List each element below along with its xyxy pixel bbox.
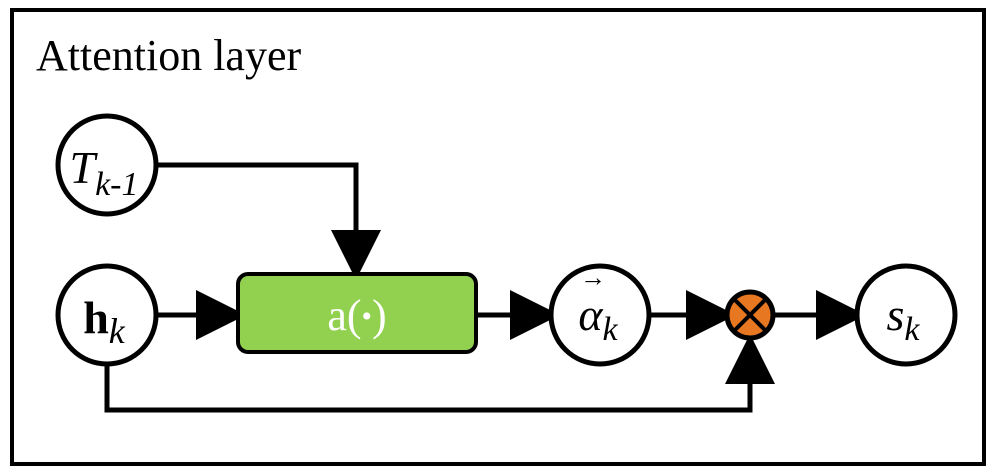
arrow-h-to-multiply — [104, 334, 775, 413]
connectors — [104, 162, 866, 413]
alpha-sub: k — [603, 311, 619, 348]
multiply-icon — [724, 289, 776, 341]
arrow-t-to-func — [158, 162, 381, 280]
func-box — [236, 272, 478, 354]
func-label: a( — [327, 291, 361, 340]
svg-text:sk: sk — [887, 289, 921, 348]
t-sub: k-1 — [95, 166, 138, 203]
svg-text:a(•): a(•) — [327, 291, 386, 340]
func-dot: • — [362, 300, 373, 333]
h-base: h — [83, 292, 109, 343]
t-base: T — [69, 142, 98, 193]
node-t-prev: Tk-1 — [55, 113, 159, 217]
diagram-title: Attention layer — [36, 31, 301, 80]
s-sub: k — [904, 311, 920, 348]
layer-frame — [10, 8, 986, 466]
node-alpha: → αk — [548, 263, 652, 367]
h-sub: k — [109, 311, 126, 351]
svg-text:αk: αk — [578, 289, 618, 348]
alpha-base: α — [578, 289, 603, 340]
node-func: a(•) — [236, 272, 478, 354]
alpha-arrow: → — [580, 263, 606, 292]
svg-text:Tk-1: Tk-1 — [69, 142, 138, 203]
node-s: sk — [854, 263, 958, 367]
node-h: hk — [55, 263, 159, 367]
func-close: ) — [372, 291, 387, 340]
s-base: s — [887, 289, 905, 340]
svg-text:hk: hk — [83, 292, 126, 351]
